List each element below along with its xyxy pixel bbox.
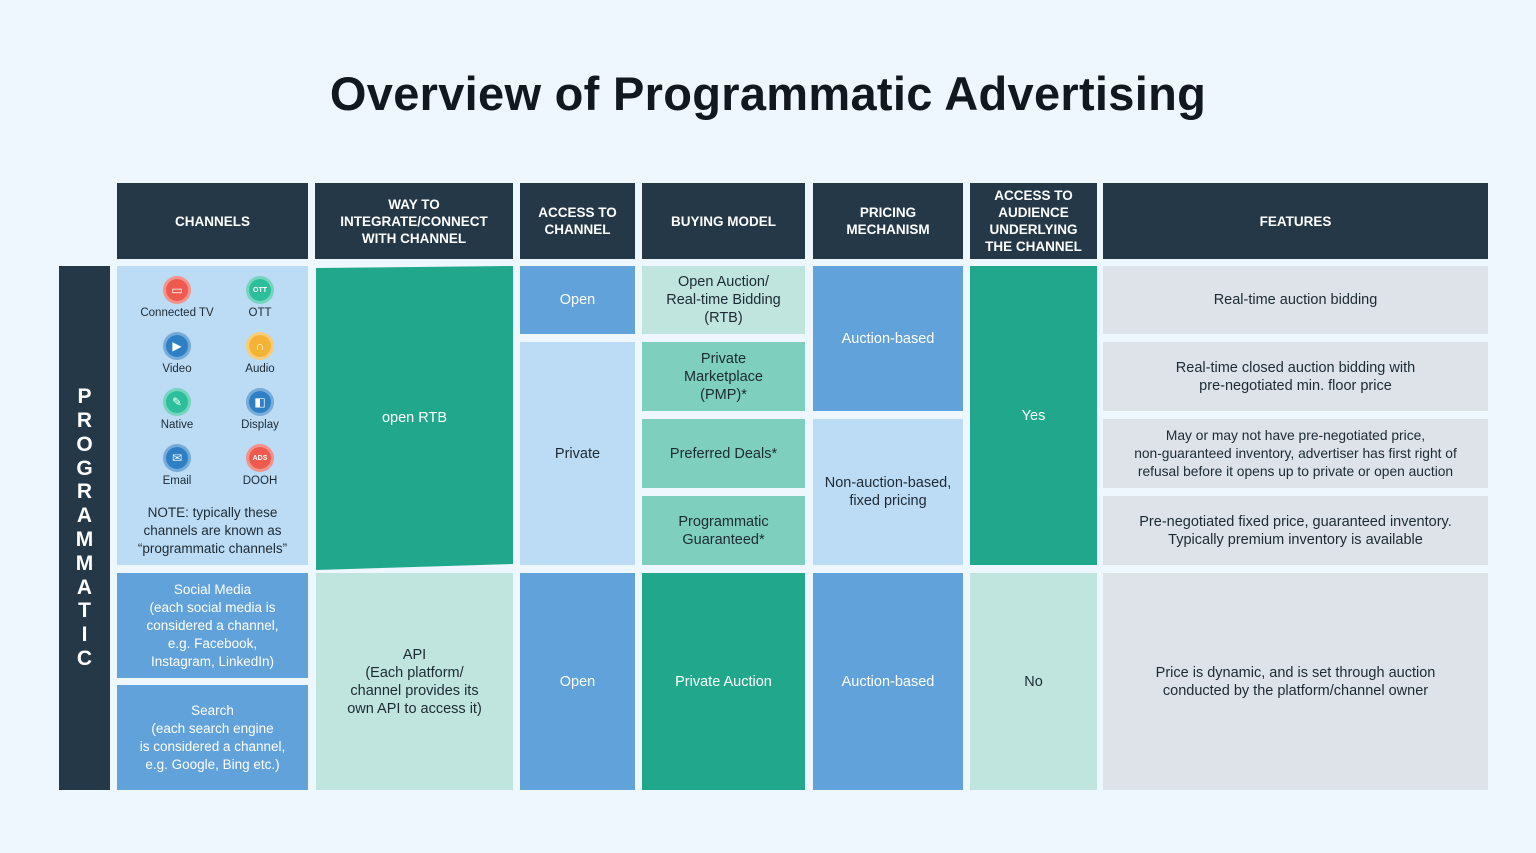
side-letter: M (75, 551, 94, 575)
access-open-bottom: Open (520, 573, 635, 790)
header-features: FEATURES (1103, 183, 1488, 259)
channel-audio: ∩ Audio (215, 332, 305, 375)
pricing-auction-based: Auction-based (813, 266, 963, 411)
channel-connected-tv: ▭ Connected TV (132, 276, 222, 319)
feature-rtb: Real-time auction bidding (1103, 266, 1488, 334)
feature-pmp: Real-time closed auction bidding with pr… (1103, 342, 1488, 411)
side-letter: A (76, 575, 93, 599)
channel-label: Email (162, 475, 192, 487)
channel-native: ✎ Native (132, 388, 222, 431)
feature-private-auction: Price is dynamic, and is set through auc… (1103, 573, 1488, 790)
buying-rtb: Open Auction/ Real-time Bidding (RTB) (642, 266, 805, 334)
headphones-icon: ∩ (246, 332, 274, 360)
channel-display: ◧ Display (215, 388, 305, 431)
pricing-fixed: Non-auction-based, fixed pricing (813, 419, 963, 565)
channel-label: Display (241, 419, 279, 431)
channel-video: ▶ Video (132, 332, 222, 375)
header-buying-model: BUYING MODEL (642, 183, 805, 259)
audience-yes: Yes (970, 266, 1097, 565)
channels-programmatic: NOTE: typically these channels are known… (117, 266, 308, 565)
side-letter: C (76, 646, 93, 670)
channel-label: Video (162, 363, 192, 375)
tv-icon: ▭ (163, 276, 191, 304)
channel-search: Search (each search engine is considered… (117, 685, 308, 790)
access-open-top: Open (520, 266, 635, 334)
open-rtb-shape (316, 266, 513, 570)
open-rtb-label: open RTB (381, 410, 448, 426)
side-letter: O (76, 432, 93, 456)
feature-preferred-deals: May or may not have pre-negotiated price… (1103, 419, 1488, 488)
native-icon: ✎ (163, 388, 191, 416)
video-icon: ▶ (163, 332, 191, 360)
header-audience: ACCESS TO AUDIENCE UNDERLYING THE CHANNE… (970, 183, 1097, 259)
side-letter: M (75, 528, 94, 551)
audience-no: No (970, 573, 1097, 790)
buying-pmp: Private Marketplace (PMP)* (642, 342, 805, 411)
channels-note: NOTE: typically these channels are known… (137, 505, 288, 556)
pricing-auction-based-bottom: Auction-based (813, 573, 963, 790)
channel-email: ✉ Email (132, 444, 222, 487)
header-access: ACCESS TO CHANNEL (520, 183, 635, 259)
header-channels: CHANNELS (117, 183, 308, 259)
channel-label: Native (160, 419, 194, 431)
api-block: API (Each platform/ channel provides its… (316, 573, 513, 790)
open-rtb-block (316, 266, 513, 570)
email-icon: ✉ (163, 444, 191, 472)
buying-programmatic-guaranteed: Programmatic Guaranteed* (642, 496, 805, 565)
channel-label: Audio (245, 363, 275, 375)
channel-label: Connected TV (140, 307, 214, 319)
side-letter: A (76, 504, 93, 528)
side-letter: R (76, 480, 93, 504)
display-icon: ◧ (246, 388, 274, 416)
header-pricing: PRICING MECHANISM (813, 183, 963, 259)
access-private: Private (520, 342, 635, 565)
header-integrate: WAY TO INTEGRATE/CONNECT WITH CHANNEL (315, 183, 513, 259)
channel-social-media: Social Media (each social media is consi… (117, 573, 308, 678)
buying-preferred-deals: Preferred Deals* (642, 419, 805, 488)
channel-dooh: ADS DOOH (215, 444, 305, 487)
buying-private-auction: Private Auction (642, 573, 805, 790)
page-title: Overview of Programmatic Advertising (329, 67, 1207, 120)
channel-ott: OTT OTT (215, 276, 305, 319)
dooh-icon: ADS (246, 444, 274, 472)
side-letter: R (76, 409, 93, 433)
side-letter: P (77, 385, 92, 409)
ott-icon: OTT (246, 276, 274, 304)
channel-label: OTT (248, 307, 272, 319)
feature-guaranteed: Pre-negotiated fixed price, guaranteed i… (1103, 496, 1488, 565)
side-letter: T (78, 599, 91, 623)
channel-label: DOOH (242, 475, 278, 487)
side-letter: I (81, 623, 88, 647)
side-letter: G (76, 456, 93, 480)
